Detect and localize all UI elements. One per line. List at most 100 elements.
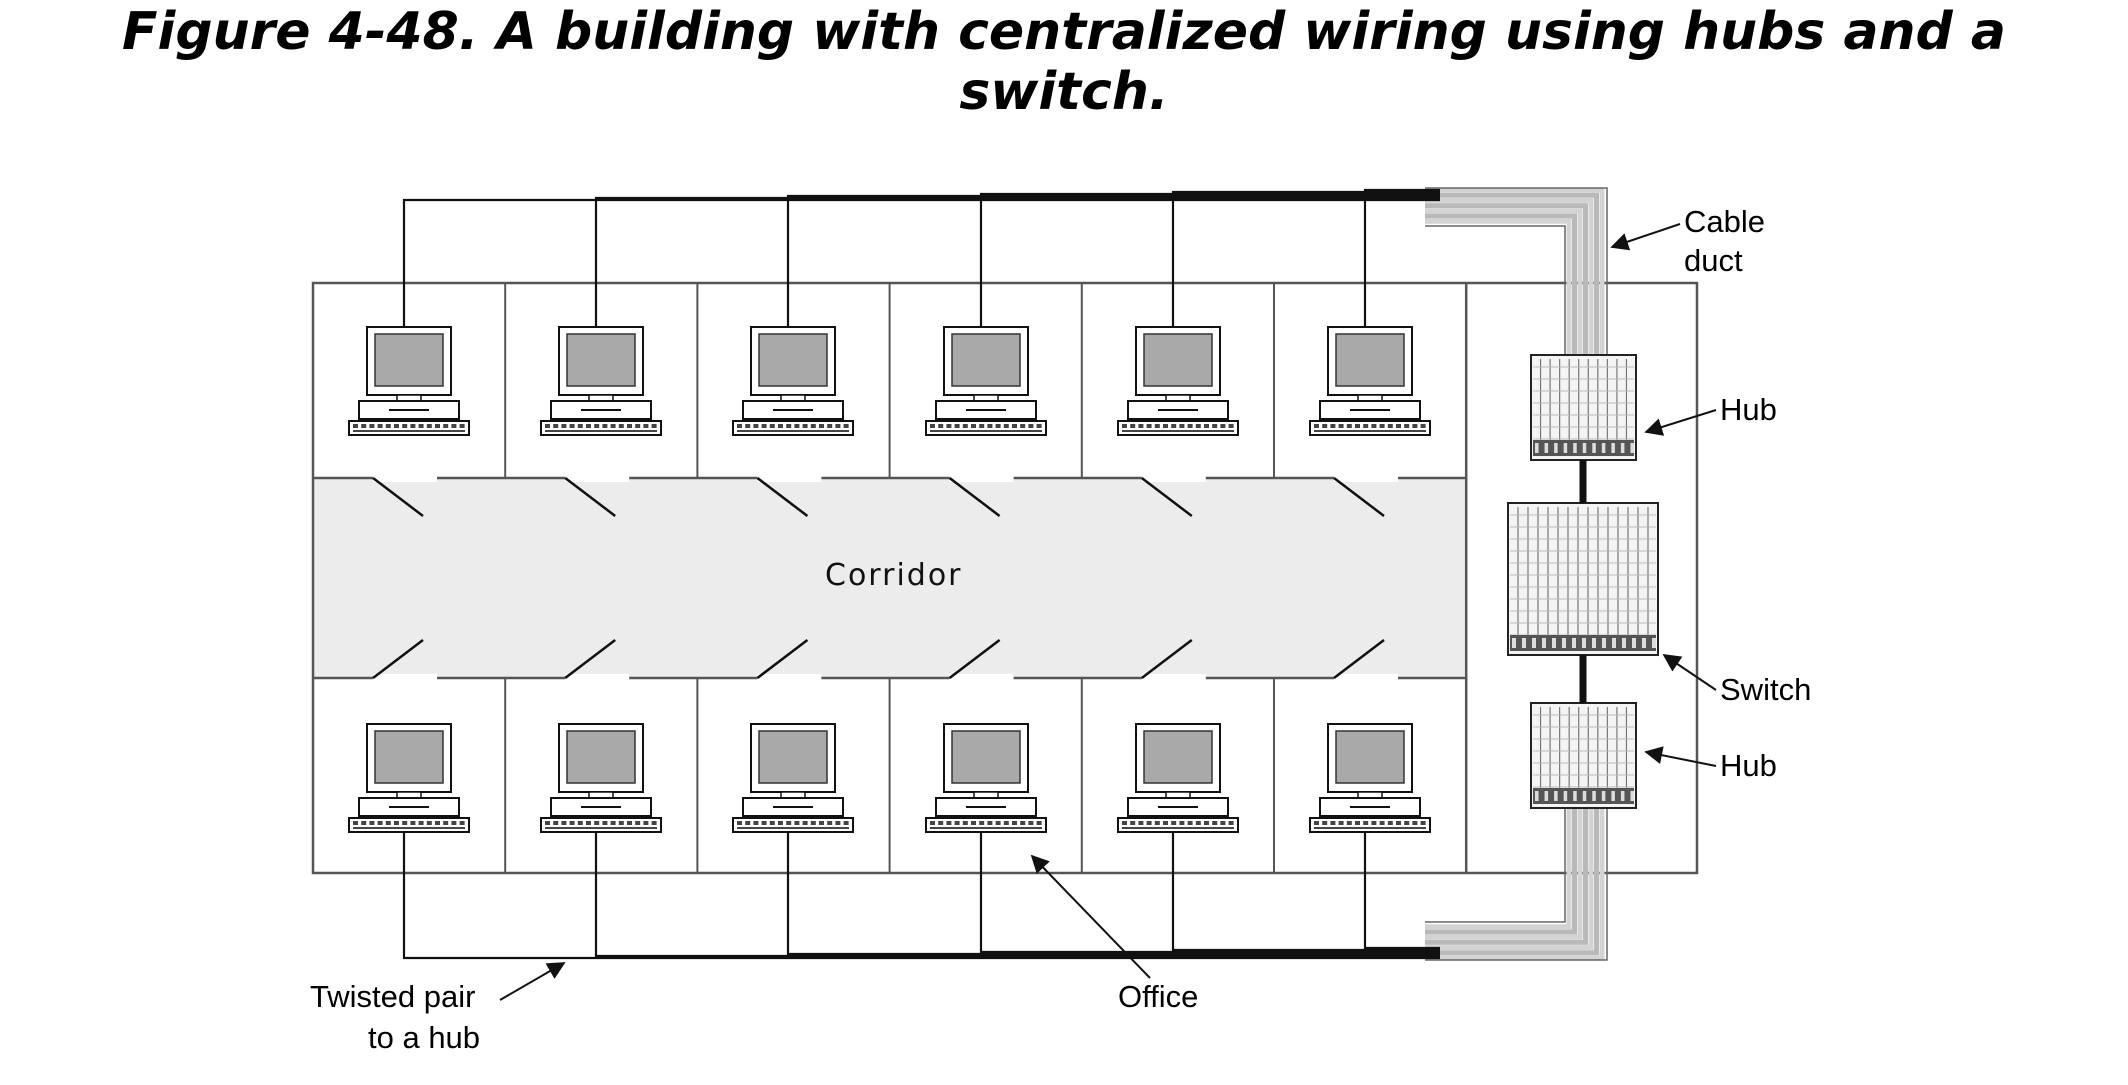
keyboard-key	[369, 821, 375, 825]
keyboard-key	[1130, 424, 1136, 428]
hub-top-port	[1592, 443, 1596, 453]
top-office-wire	[786, 194, 1440, 327]
keyboard	[1309, 420, 1431, 436]
hub-bottom-port	[1573, 791, 1577, 801]
keyboard-key	[1379, 424, 1385, 428]
cable-duct-arrow	[1610, 223, 1681, 251]
keyboard-key	[1355, 424, 1360, 428]
keyboard-key	[802, 821, 808, 825]
keyboard-key	[946, 821, 952, 825]
keyboard-key	[569, 424, 575, 428]
keyboard-key	[786, 821, 792, 825]
hub-bottom-port	[1601, 791, 1606, 801]
keyboard-key	[778, 821, 783, 825]
keyboard-key	[1012, 424, 1017, 428]
monitor-screen	[374, 333, 444, 387]
switch-label: Switch	[1720, 672, 1811, 707]
keyboard-key	[394, 424, 399, 428]
keyboard-key	[1330, 424, 1336, 428]
door-top	[1141, 477, 1193, 517]
hub-top-port	[1573, 443, 1577, 453]
door-bottom	[1141, 639, 1193, 679]
keyboard-key	[1012, 821, 1017, 825]
hub-top-port	[1535, 443, 1539, 453]
keyboard-key	[635, 821, 641, 825]
hub-bottom-port	[1554, 791, 1558, 801]
keyboard-key	[1195, 424, 1201, 428]
keyboard-key	[643, 424, 649, 428]
duct-cable-top	[1425, 192, 1599, 355]
keyboard-key	[954, 821, 960, 825]
computer-icon	[732, 326, 854, 436]
keyboard-key	[610, 424, 616, 428]
keyboard	[925, 817, 1047, 833]
door-top	[564, 477, 616, 517]
keyboard-key	[1379, 821, 1385, 825]
keyboard-key	[426, 821, 432, 825]
building-outline	[311, 281, 1699, 875]
duct-cable-bottom	[1425, 795, 1594, 951]
keyboard-key	[987, 424, 993, 428]
duct-edge-bottom-outer	[1425, 795, 1608, 961]
switch	[1507, 502, 1659, 656]
keyboard-key	[1322, 821, 1328, 825]
keyboard-key	[769, 424, 775, 428]
door-gap-top	[757, 474, 822, 482]
door-gap-bottom	[1334, 674, 1398, 682]
keyboard-key	[377, 821, 383, 825]
keyboard	[540, 817, 662, 833]
keyboard-key	[971, 821, 976, 825]
keyboard-key	[962, 821, 968, 825]
computer-icon	[1309, 723, 1431, 833]
bottom-office-wire	[402, 832, 1440, 960]
keyboard-key	[369, 424, 375, 428]
caption-line-2: switch.	[959, 62, 1169, 122]
cable-duct-label-2: duct	[1684, 243, 1743, 278]
keyboard-key	[451, 821, 457, 825]
keyboard-key	[810, 424, 816, 428]
keyboard-key	[402, 424, 408, 428]
computer-icon	[348, 326, 470, 436]
keyboard-key	[1003, 424, 1009, 428]
door-gap-top	[373, 474, 437, 482]
hub-bottom-port	[1563, 791, 1568, 801]
monitor-screen	[1335, 730, 1405, 784]
cable-duct	[1425, 187, 1608, 961]
keyboard-key	[1228, 424, 1234, 428]
keyboard-key	[1396, 424, 1401, 428]
keyboard-key	[1396, 821, 1401, 825]
keyboard-key	[1228, 821, 1234, 825]
duct-cable-top	[1425, 203, 1588, 355]
keyboard-key	[1204, 424, 1209, 428]
keyboard-key	[1338, 821, 1344, 825]
twisted-pair-label-1: Twisted pair	[310, 979, 475, 1014]
top-office-wire	[1363, 188, 1440, 327]
door-bottom	[564, 639, 616, 679]
keyboard-key	[569, 821, 575, 825]
keyboard-key	[1338, 424, 1344, 428]
top-office-wire	[979, 192, 1440, 327]
keyboard-key	[1387, 424, 1393, 428]
keyboard-key	[1314, 821, 1319, 825]
keyboard-key	[761, 821, 767, 825]
corridor-label: Corridor	[825, 558, 963, 593]
keyboard	[540, 420, 662, 436]
hub-bottom-port	[1611, 791, 1615, 801]
keyboard-key	[1020, 424, 1026, 428]
keyboard-key	[594, 821, 600, 825]
keyboard-key	[1163, 821, 1168, 825]
keyboard-key	[737, 424, 742, 428]
keyboard-key	[761, 424, 767, 428]
switch-port	[1652, 638, 1656, 648]
keyboard-key	[1179, 821, 1185, 825]
keyboard-key	[930, 821, 935, 825]
bottom-office-wire	[979, 832, 1440, 954]
duct-cable-top	[1425, 208, 1583, 355]
door-gap-bottom	[757, 674, 822, 682]
keyboard-key	[618, 424, 624, 428]
keyboard-key	[1420, 424, 1426, 428]
switch-arrow	[1662, 653, 1717, 691]
keyboard-key	[1171, 821, 1177, 825]
keyboard-key	[394, 821, 399, 825]
keyboard-key	[753, 821, 759, 825]
